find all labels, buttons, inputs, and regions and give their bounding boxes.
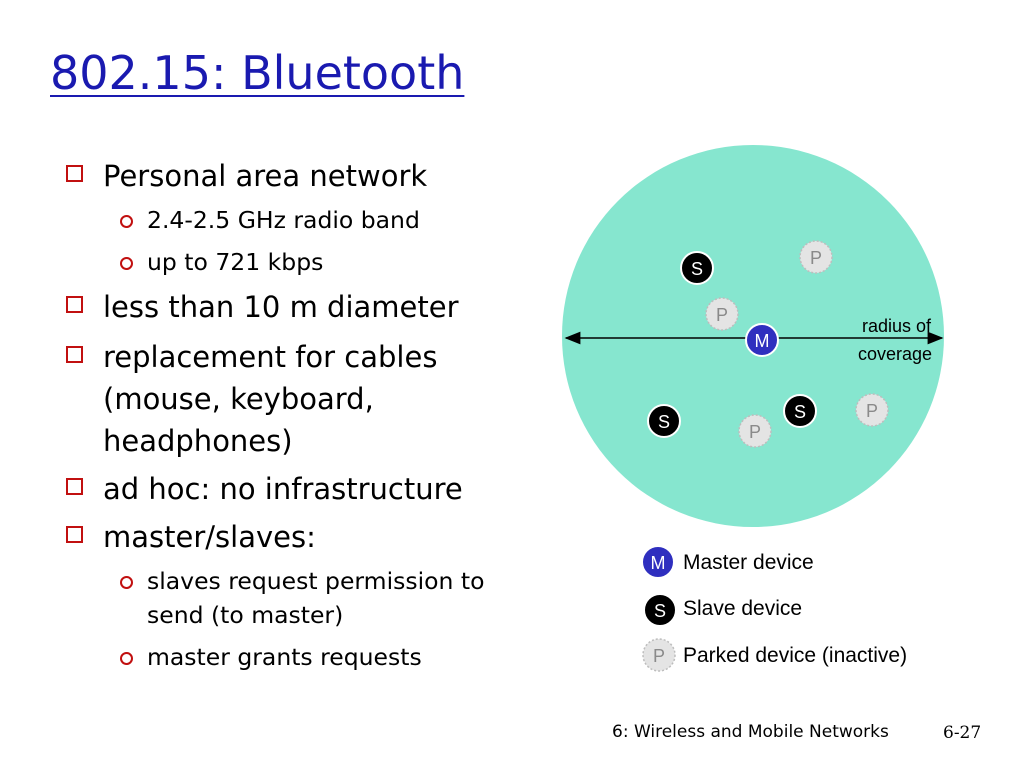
parked-node: P — [855, 393, 889, 427]
parked-node-letter: P — [716, 305, 728, 325]
circle-bullet-icon — [120, 215, 133, 228]
bullet-text-line: send (to master) — [147, 601, 344, 629]
footer-text: 6: Wireless and Mobile Networks — [612, 722, 889, 742]
legend-master: M Master device — [641, 545, 814, 579]
bullet-text: 2.4-2.5 GHz radio band — [147, 206, 420, 234]
slave-node-letter: S — [658, 412, 670, 432]
circle-bullet-icon — [120, 257, 133, 270]
bullet-personal-area-network: Personal area network — [66, 155, 428, 197]
legend-master-label: Master device — [683, 551, 814, 574]
parked-node: P — [799, 240, 833, 274]
legend-slave-label: Slave device — [683, 597, 802, 620]
parked-node-letter: P — [810, 248, 822, 268]
bullet-text: Personal area network — [103, 159, 428, 193]
square-bullet-icon — [66, 296, 83, 313]
circle-bullet-icon — [120, 652, 133, 665]
page-number: 6-27 — [943, 723, 982, 743]
legend-parked-label: Parked device (inactive) — [683, 644, 907, 667]
slave-node-letter: S — [794, 402, 806, 422]
legend: M Master device S Slave device P Parked … — [641, 545, 907, 672]
legend-parked-letter: P — [653, 646, 665, 666]
circle-bullet-icon — [120, 576, 133, 589]
master-node: M — [745, 323, 779, 357]
bullet-list: Personal area network 2.4-2.5 GHz radio … — [0, 0, 560, 700]
legend-master-letter: M — [651, 553, 666, 573]
square-bullet-icon — [66, 165, 83, 182]
bullet-text: ad hoc: no infrastructure — [103, 472, 463, 506]
bullet-text-line: (mouse, keyboard, — [103, 382, 374, 416]
bullet-text-line: slaves request permission to — [147, 567, 485, 595]
bullet-text: master grants requests — [147, 643, 422, 671]
legend-slave: S Slave device — [643, 593, 802, 627]
slave-node-letter: S — [691, 259, 703, 279]
parked-node-letter: P — [866, 401, 878, 421]
square-bullet-icon — [66, 346, 83, 363]
bullet-diameter: less than 10 m diameter — [66, 286, 459, 328]
bullet-ad-hoc: ad hoc: no infrastructure — [66, 468, 463, 510]
bullet-text-line: replacement for cables — [103, 340, 438, 374]
slide-title: 802.15: Bluetooth — [50, 46, 465, 100]
piconet-diagram: radius of coverage M S S S P P — [560, 140, 970, 684]
legend-parked: P Parked device (inactive) — [642, 638, 907, 672]
bullet-replacement-for-cables: replacement for cables (mouse, keyboard,… — [66, 336, 438, 462]
subbullet-slaves-request: slaves request permission to send (to ma… — [120, 564, 485, 632]
radius-label-line1: radius of — [862, 316, 932, 336]
square-bullet-icon — [66, 478, 83, 495]
parked-node: P — [738, 414, 772, 448]
bullet-master-slaves: master/slaves: — [66, 516, 316, 558]
bullet-text: up to 721 kbps — [147, 248, 324, 276]
bullet-text-line: headphones) — [103, 424, 293, 458]
subbullet-radio-band: 2.4-2.5 GHz radio band — [120, 203, 420, 237]
master-node-letter: M — [755, 331, 770, 351]
subbullet-master-grants: master grants requests — [120, 640, 422, 674]
parked-node-letter: P — [749, 422, 761, 442]
parked-node: P — [705, 297, 739, 331]
bullet-text: master/slaves: — [103, 520, 316, 554]
slave-node: S — [680, 251, 714, 285]
legend-slave-letter: S — [654, 601, 666, 621]
slave-node: S — [783, 394, 817, 428]
radius-label-line2: coverage — [858, 344, 932, 364]
slave-node: S — [647, 404, 681, 438]
square-bullet-icon — [66, 526, 83, 543]
subbullet-data-rate: up to 721 kbps — [120, 245, 324, 279]
bullet-text: less than 10 m diameter — [103, 290, 459, 324]
